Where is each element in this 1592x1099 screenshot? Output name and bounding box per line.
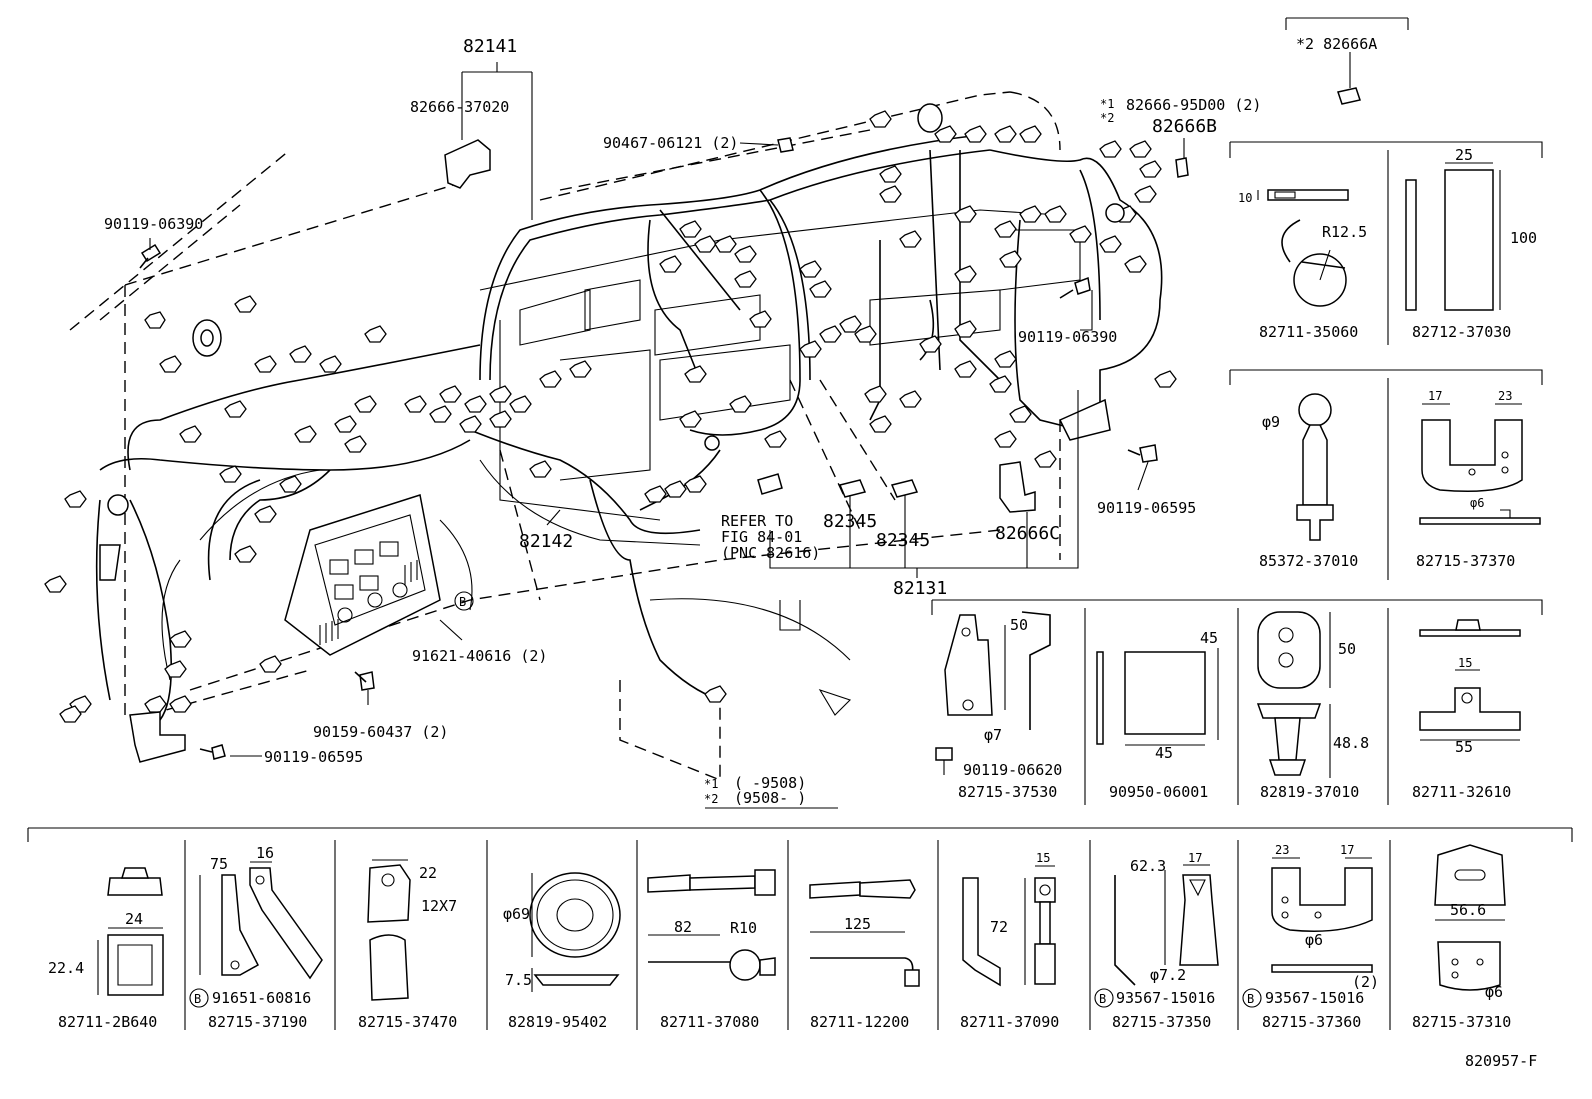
dim-r12-5: R12.5 xyxy=(1322,223,1367,241)
refer-line-3: (PNC 82616) xyxy=(721,544,820,562)
dim-b10-phi6: φ6 xyxy=(1485,983,1503,1001)
label-82666-95d00: 82666-95D00 (2) xyxy=(1126,96,1261,114)
note-range1: ( -9508) xyxy=(734,774,806,792)
dim-50b: 50 xyxy=(1338,640,1356,658)
dim-23: 23 xyxy=(1498,389,1512,403)
dim-phi6: φ6 xyxy=(1470,496,1484,510)
label-90159-60437: 90159-60437 (2) xyxy=(313,723,448,741)
dim-b9-17: 17 xyxy=(1340,843,1354,857)
dim-phi7: φ7 xyxy=(984,726,1002,744)
label-90119-06595-bottom: 90119-06595 xyxy=(264,748,363,766)
dim-55: 55 xyxy=(1455,738,1473,756)
circle-b-8: B xyxy=(1099,992,1106,1006)
refer-line-2: FIG 84-01 xyxy=(721,528,802,546)
dim-b8-17: 17 xyxy=(1188,851,1202,865)
figure-id: 820957-F xyxy=(1465,1052,1537,1070)
circle-b-marker: B xyxy=(459,595,466,609)
code-82715-37310: 82715-37310 xyxy=(1412,1013,1511,1031)
note-range2: (9508- ) xyxy=(734,789,806,807)
note-star2: *2 xyxy=(704,792,718,806)
dim-b9-23: 23 xyxy=(1275,843,1289,857)
label-82345-a: 82345 xyxy=(823,511,877,532)
code-82711-35060: 82711-35060 xyxy=(1259,323,1358,341)
bolt-90119-06620: 90119-06620 xyxy=(963,761,1062,779)
code-82712-37030: 82712-37030 xyxy=(1412,323,1511,341)
dim-b6-125: 125 xyxy=(844,915,871,933)
code-82711-12200: 82711-12200 xyxy=(810,1013,909,1031)
code-82711-37090: 82711-37090 xyxy=(960,1013,1059,1031)
label-90119-06390-left: 90119-06390 xyxy=(104,215,203,233)
sub-b9-count: (2) xyxy=(1352,973,1379,991)
label-82666a: *2 82666A xyxy=(1296,35,1377,53)
label-82666-37020: 82666-37020 xyxy=(410,98,509,116)
dim-b4-phi69: φ69 xyxy=(503,905,530,923)
code-82715-37530: 82715-37530 xyxy=(958,783,1057,801)
label-82141: 82141 xyxy=(463,36,517,57)
label-82131: 82131 xyxy=(893,578,947,599)
code-82715-37370: 82715-37370 xyxy=(1416,552,1515,570)
dim-48-8: 48.8 xyxy=(1333,734,1369,752)
dim-phi9: φ9 xyxy=(1262,413,1280,431)
dim-10: 10 xyxy=(1238,191,1252,205)
dim-b7-15: 15 xyxy=(1036,851,1050,865)
code-82715-37470: 82715-37470 xyxy=(358,1013,457,1031)
dim-b2-75: 75 xyxy=(210,855,228,873)
code-85372-37010: 85372-37010 xyxy=(1259,552,1358,570)
dim-b8-phi7-2: φ7.2 xyxy=(1150,966,1186,984)
sub-93567-15016-a: 93567-15016 xyxy=(1116,989,1215,1007)
dim-b3-12x7: 12X7 xyxy=(421,897,457,915)
sub-91651-60816: 91651-60816 xyxy=(212,989,311,1007)
code-82715-37360: 82715-37360 xyxy=(1262,1013,1361,1031)
sub-93567-15016-b: 93567-15016 xyxy=(1265,989,1364,1007)
note-star1: *1 xyxy=(704,777,718,791)
label-82666c: 82666C xyxy=(995,523,1060,544)
code-82715-37190: 82715-37190 xyxy=(208,1013,307,1031)
main-harness-drawing: B xyxy=(44,17,1409,809)
dim-b5-r10: R10 xyxy=(730,919,757,937)
label-90467-06121: 90467-06121 (2) xyxy=(603,134,738,152)
refer-line-1: REFER TO xyxy=(721,512,793,530)
code-82711-32610: 82711-32610 xyxy=(1412,783,1511,801)
label-82345-b: 82345 xyxy=(876,530,930,551)
dim-15: 15 xyxy=(1458,656,1472,670)
bottom-parts-row: 24 22.4 82711-2B640 75 16 B 91651-60816 … xyxy=(27,827,1573,1031)
label-91621-40616: 91621-40616 (2) xyxy=(412,647,547,665)
dim-b2-16: 16 xyxy=(256,844,274,862)
dim-b1-24: 24 xyxy=(125,910,143,928)
dim-100: 100 xyxy=(1510,229,1537,247)
label-90119-06390-right: 90119-06390 xyxy=(1018,328,1117,346)
code-82715-37350: 82715-37350 xyxy=(1112,1013,1211,1031)
bolts xyxy=(139,137,1158,760)
dim-b1-22-4: 22.4 xyxy=(48,959,84,977)
label-82142: 82142 xyxy=(519,531,573,552)
connectors xyxy=(44,110,1177,723)
dim-17: 17 xyxy=(1428,389,1442,403)
dim-b8-62-3: 62.3 xyxy=(1130,857,1166,875)
star2-top: *2 xyxy=(1100,111,1114,125)
dim-b9-phi6: φ6 xyxy=(1305,931,1323,949)
code-90950-06001: 90950-06001 xyxy=(1109,783,1208,801)
dim-50a: 50 xyxy=(1010,616,1028,634)
code-82819-37010: 82819-37010 xyxy=(1260,783,1359,801)
right-panel: 10 R12.5 82711-35060 25 100 82712-37030 … xyxy=(931,141,1543,805)
dim-45a: 45 xyxy=(1200,629,1218,647)
dim-b7-72: 72 xyxy=(990,918,1008,936)
label-82666b: 82666B xyxy=(1152,116,1217,137)
dim-b5-82: 82 xyxy=(674,918,692,936)
circle-b-2: B xyxy=(194,992,201,1006)
junction-block xyxy=(284,494,441,656)
dim-25: 25 xyxy=(1455,146,1473,164)
dim-b3-22: 22 xyxy=(419,864,437,882)
circle-b-9: B xyxy=(1247,992,1254,1006)
dim-b10-56-6: 56.6 xyxy=(1450,901,1486,919)
star1-top: *1 xyxy=(1100,97,1114,111)
main-labels: 82141 82666-37020 90467-06121 (2) 90119-… xyxy=(104,35,1377,807)
dim-45b: 45 xyxy=(1155,744,1173,762)
label-90119-06595-right: 90119-06595 xyxy=(1097,499,1196,517)
code-82819-95402: 82819-95402 xyxy=(508,1013,607,1031)
code-82711-37080: 82711-37080 xyxy=(660,1013,759,1031)
code-82711-2b640: 82711-2B640 xyxy=(58,1013,157,1031)
dim-b4-7-5: 7.5 xyxy=(505,971,532,989)
